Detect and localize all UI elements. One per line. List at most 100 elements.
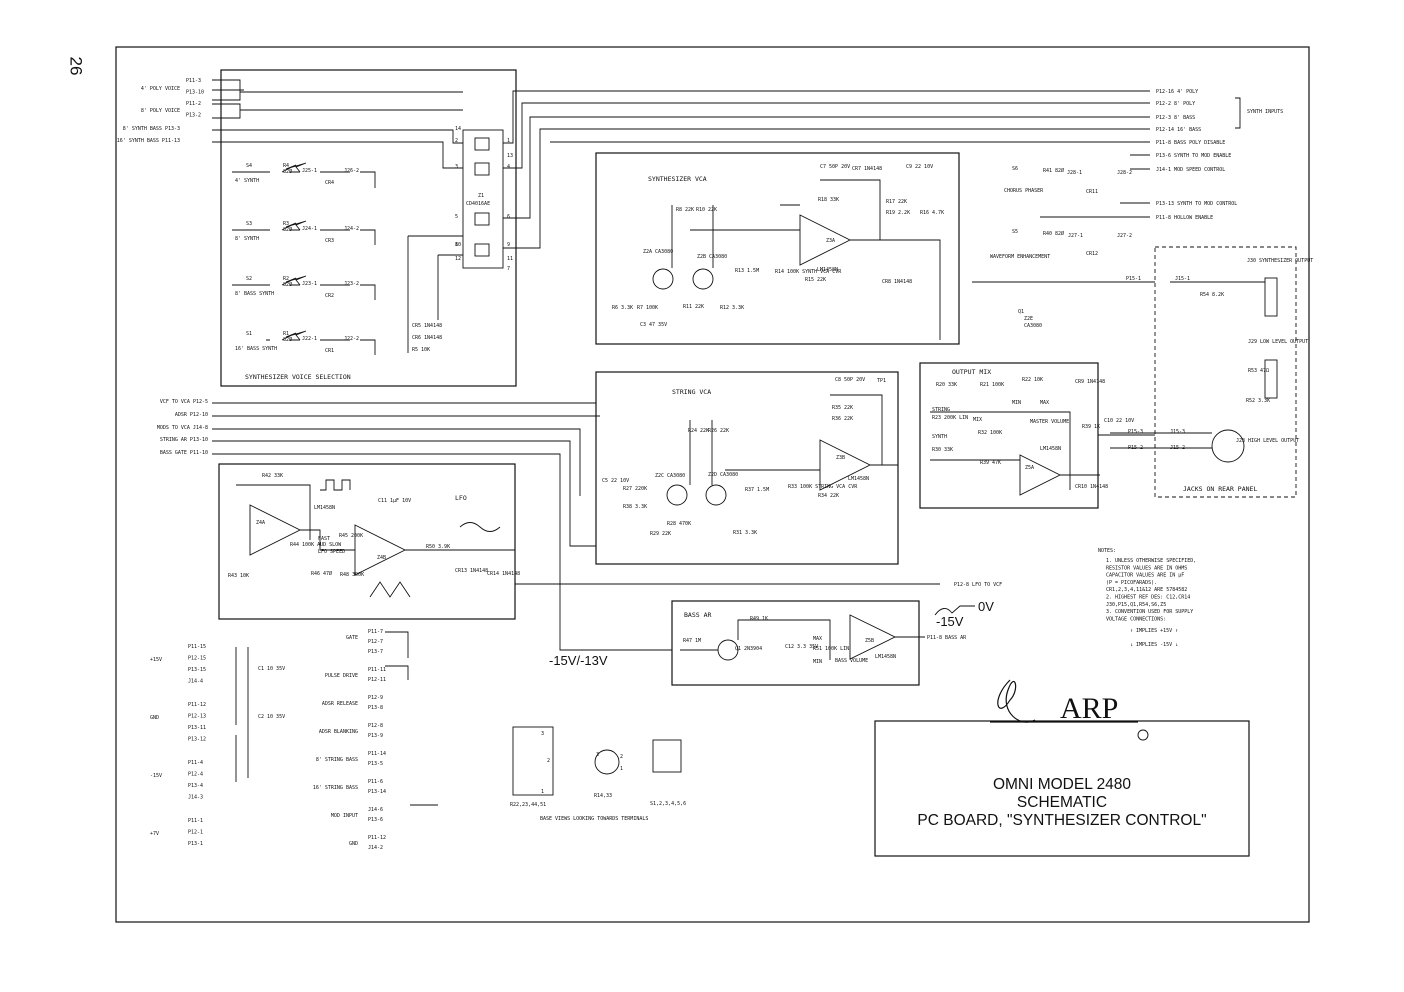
input-label: 4' POLY VOICE <box>141 86 180 92</box>
switch-name: 16' BASS SYNTH <box>235 346 277 352</box>
bass-ar-box <box>671 600 920 686</box>
power-pin-label: P13-15 <box>188 667 206 673</box>
jack-pin-label: J22-1 <box>302 336 317 342</box>
string-vca-part: R29 22K <box>650 531 671 537</box>
power-pin-label: P12-4 <box>188 772 203 778</box>
signal-pin-label: P11-6 <box>368 779 383 785</box>
section-title-output-mix: OUTPUT MIX <box>952 368 991 376</box>
voice-part-label: R5 10K <box>412 347 430 353</box>
lfo-circuit <box>236 479 515 598</box>
output-mix-part: LM1458N <box>1040 446 1061 452</box>
right-part-label: P15-3 <box>1128 429 1143 435</box>
synth-vca-part: R19 2.2K <box>886 210 910 216</box>
synth-vca-part: R8 22K <box>676 207 694 213</box>
voltage-label-neg15-13v: -15V/-13V <box>549 653 608 668</box>
synth-vca-part: R13 1.5M <box>735 268 759 274</box>
signal-pin-label: P12-9 <box>368 695 383 701</box>
right-part-label: J29 LOW LEVEL OUTPUT <box>1248 339 1308 345</box>
lfo-part: LFO SPEED <box>318 549 345 555</box>
power-pin-label: P13-1 <box>188 841 203 847</box>
synth-vca-part: Z2B CA3080 <box>697 254 727 260</box>
base-view-label: R14,33 <box>594 793 612 799</box>
switch-label: S1 <box>246 331 252 337</box>
input-pin-label: P13-10 <box>186 90 204 96</box>
string-vca-part: Z3B <box>836 455 845 461</box>
input-label: 8' POLY VOICE <box>141 108 180 114</box>
section-title-lfo: LFO <box>455 494 467 502</box>
string-vca-circuit <box>666 394 898 506</box>
lfo-part: R50 3.9K <box>426 544 450 550</box>
bass-ar-part: Q1 2N3904 <box>735 646 762 652</box>
voltage-label-0v: 0V <box>978 599 994 614</box>
right-part-label: S6 <box>1012 166 1018 172</box>
switch-name: 8' SYNTH <box>235 236 259 242</box>
synth-vca-part: CR7 1N4148 <box>852 166 882 172</box>
power-cap-label: C2 10 35V <box>258 714 285 720</box>
output-mix-part: MASTER VOLUME <box>1030 419 1069 425</box>
bass-ar-circuit <box>680 605 975 661</box>
output-mix-part: R22 10K <box>1022 377 1043 383</box>
string-vca-part: C8 50P 20V <box>835 377 865 383</box>
signal-pin-label: P11-7 <box>368 629 383 635</box>
lfo-box <box>218 463 516 620</box>
bass-ar-part: BASS VOLUME <box>835 658 868 664</box>
right-part-label: P15-1 <box>1126 276 1141 282</box>
string-vca-part: R35 22K <box>832 405 853 411</box>
right-part-label: J27-1 <box>1068 233 1083 239</box>
switch-name: 4' SYNTH <box>235 178 259 184</box>
right-part-label: CHORUS PHASER <box>1004 188 1044 194</box>
z1-pin-number: 13 <box>507 153 513 159</box>
synth-vca-part: R14 100K SYNTH VCA CVR <box>775 269 842 275</box>
synth-vca-part: R15 22K <box>805 277 826 283</box>
signal-group-label: ADSR RELEASE <box>322 701 358 707</box>
z1-pin-number: 12 <box>455 256 461 262</box>
bass-ar-part: MIN <box>813 659 822 665</box>
output-mix-part: SYNTH <box>932 434 947 440</box>
output-mix-part: MIX <box>973 417 982 423</box>
power-pin-label: P13-11 <box>188 725 206 731</box>
note-legend-plus: ↑ IMPLIES +15V ↑ <box>1130 628 1178 634</box>
output-mix-part: R32 100K <box>978 430 1002 436</box>
notes-heading: NOTES: <box>1098 548 1116 554</box>
synth-vca-box <box>595 152 960 345</box>
base-view-pin: 2 <box>620 754 623 760</box>
lfo-part: R44 100K AUD SLOW <box>290 542 342 548</box>
input-label: MODS TO VCA J14-8 <box>157 425 208 431</box>
lfo-part: Z4A <box>256 520 265 526</box>
power-cap-label: C1 10 35V <box>258 666 285 672</box>
signal-group-label: MOD INPUT <box>331 813 358 819</box>
right-part-label: R40 82Ø <box>1043 230 1064 237</box>
synth-vca-part: R17 22K <box>886 199 907 205</box>
input-label: 8' SYNTH BASS P13-3 <box>123 126 180 132</box>
right-part-label: J28 HIGH LEVEL OUTPUT <box>1236 438 1299 444</box>
right-part-label: R41 82Ø <box>1043 167 1064 174</box>
synth-vca-part: C3 47 35V <box>640 322 667 328</box>
jack-pin-label: J24-1 <box>302 226 317 232</box>
bass-ar-part: Z5B <box>865 638 874 644</box>
jack-pin-label: J22-2 <box>344 336 359 342</box>
lfo-part: CR13 1N4148 <box>455 568 488 574</box>
z1-label: Z1 <box>478 193 484 199</box>
right-part-label: R54 8.2K <box>1200 292 1224 298</box>
string-vca-box <box>595 371 899 565</box>
output-label: P12-14 16' BASS <box>1156 127 1201 133</box>
synth-vca-part: R11 22K <box>683 304 704 310</box>
input-pin-label: P13-2 <box>186 113 201 119</box>
lfo-part: CR14 1N4148 <box>487 571 520 577</box>
note-line: J30,P15,Q1,R54,S6,Z5 <box>1106 602 1166 608</box>
right-part-label: Q1 <box>1018 309 1024 315</box>
z1-pin-number: 2 <box>455 138 458 144</box>
resistor-value: 82Ø <box>283 281 292 288</box>
input-label: ADSR P12-10 <box>175 412 208 418</box>
string-vca-part: R34 22K <box>818 493 839 499</box>
signal-pin-label: P13-7 <box>368 649 383 655</box>
z1-pin-number: 5 <box>455 214 458 220</box>
string-vca-part: R24 22K <box>688 428 709 434</box>
synth-vca-circuit <box>652 179 941 340</box>
bass-ar-part: R47 1M <box>683 638 701 644</box>
output-label: P11-8 BASS POLY DISABLE <box>1156 140 1225 146</box>
voltage-label-neg15v: -15V <box>936 614 964 629</box>
lfo-part: C11 1µF 10V <box>378 498 411 504</box>
